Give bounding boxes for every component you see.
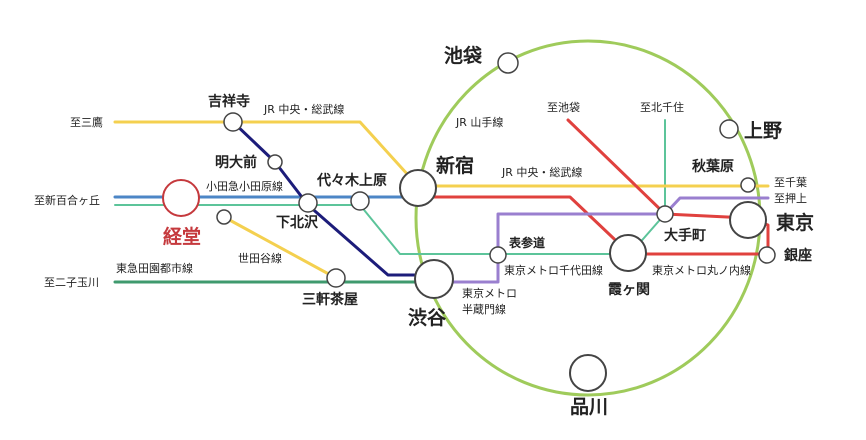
station-meidaimae[interactable]: [267, 154, 283, 170]
station-shinjuku[interactable]: [399, 169, 437, 207]
label-to-ikebukuro: 至池袋: [547, 100, 580, 114]
label-jr-chuo-sobu-east: JR 中央・総武線: [501, 165, 582, 179]
setagaya-line: [222, 215, 338, 280]
station-ikebukuro[interactable]: [497, 52, 519, 74]
label-to-chiba: 至千葉: [774, 175, 807, 189]
label-shimokitazawa: 下北沢: [276, 214, 319, 231]
label-kichijoji: 吉祥寺: [208, 93, 250, 110]
label-yoyogi-uehara: 代々木上原: [316, 172, 387, 189]
station-setagaya-stop: [216, 209, 232, 225]
label-setagaya: 世田谷線: [238, 251, 282, 265]
label-denentoshi: 東急田園都市線: [116, 261, 193, 275]
label-shinagawa: 品川: [570, 396, 608, 418]
station-kasumigaseki[interactable]: [609, 234, 647, 272]
station-ginza[interactable]: [758, 246, 776, 264]
station-yoyogi-uehara[interactable]: [350, 191, 370, 211]
label-kyodo: 経堂: [163, 225, 201, 248]
label-jr-yamanote: JR 山手線: [455, 115, 503, 129]
label-to-oshiage: 至押上: [774, 191, 807, 205]
hanzomon-line: [430, 196, 770, 284]
label-to-futakotamagawa: 至二子玉川: [44, 276, 99, 289]
station-akihabara[interactable]: [740, 177, 756, 193]
station-omotesando[interactable]: [489, 246, 507, 264]
label-hanzomon-2: 半蔵門線: [462, 302, 506, 316]
station-kichijoji[interactable]: [223, 112, 243, 132]
label-kasumigaseki: 霞ヶ関: [608, 281, 650, 298]
label-ikebukuro: 池袋: [444, 44, 483, 67]
marunouchi-line: [416, 118, 770, 256]
station-kyodo[interactable]: [162, 179, 200, 217]
label-odakyu: 小田急小田原線: [206, 179, 283, 193]
label-to-kitasenju: 至北千住: [640, 100, 684, 114]
label-omotesando: 表参道: [508, 235, 545, 250]
station-shinagawa[interactable]: [569, 354, 607, 392]
label-shinjuku: 新宿: [436, 154, 474, 177]
label-ueno: 上野: [744, 120, 782, 142]
station-shimokitazawa[interactable]: [298, 193, 318, 213]
label-marunouchi: 東京メトロ丸ノ内線: [652, 263, 751, 277]
label-otemachi: 大手町: [664, 227, 706, 244]
label-chiyoda: 東京メトロ千代田線: [504, 263, 603, 277]
label-ginza: 銀座: [784, 247, 812, 264]
station-ueno[interactable]: [719, 119, 739, 139]
label-meidaimae: 明大前: [215, 154, 257, 171]
label-to-shinyurigaoka: 至新百合ヶ丘: [34, 193, 100, 207]
label-hanzomon-1: 東京メトロ: [462, 286, 517, 300]
label-tokyo: 東京: [776, 211, 814, 234]
label-shibuya: 渋谷: [408, 306, 447, 329]
station-tokyo[interactable]: [729, 201, 767, 239]
station-otemachi[interactable]: [656, 205, 674, 223]
station-sangenjaya[interactable]: [326, 268, 346, 288]
station-shibuya[interactable]: [414, 259, 454, 299]
label-akihabara: 秋葉原: [692, 158, 734, 175]
label-to-mitaka: 至三鷹: [70, 115, 103, 129]
yamanote-line: [414, 39, 762, 397]
label-sangenjaya: 三軒茶屋: [302, 291, 358, 308]
label-jr-chuo-sobu-west: JR 中央・総武線: [263, 102, 344, 116]
